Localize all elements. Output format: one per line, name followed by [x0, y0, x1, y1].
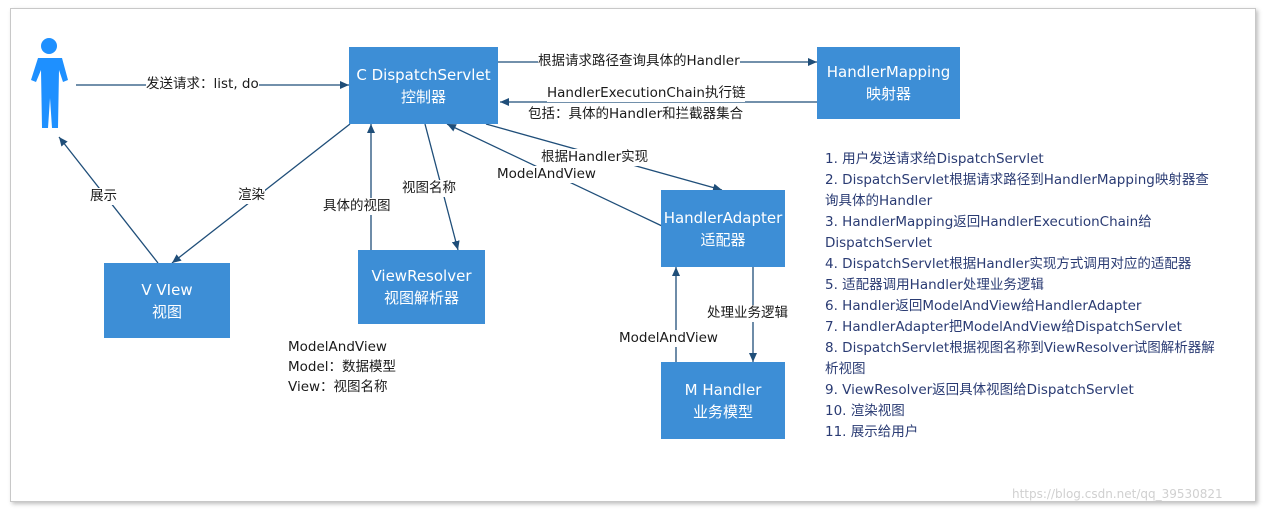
view-resolver-box: ViewResolver 视图解析器 [358, 250, 485, 324]
dispatcher-title: C DispatchServlet [356, 65, 491, 84]
label-render: 渲染 [238, 187, 265, 204]
label-chain-line1: HandlerExecutionChain执行链 [547, 85, 746, 102]
step-item: 7. HandlerAdapter把ModelAndView给DispatchS… [825, 319, 1182, 335]
view-subtitle: 视图 [151, 302, 182, 321]
mapping-subtitle: 映射器 [865, 85, 911, 103]
step-item: 1. 用户发送请求给DispatchServlet [825, 151, 1044, 167]
step-item: 11. 展示给用户 [825, 424, 919, 440]
view-box: V VIew 视图 [104, 263, 230, 338]
step-item: 8. DispatchServlet根据视图名称到ViewResolver试图解… [825, 340, 1215, 377]
step-item: 5. 适配器调用Handler处理业务逻辑 [825, 277, 1044, 293]
resolver-title: ViewResolver [371, 267, 472, 285]
step-item: 6. Handler返回ModelAndView给HandlerAdapter [825, 298, 1142, 314]
label-show: 展示 [90, 188, 117, 205]
process-steps-list: 1. 用户发送请求给DispatchServlet 2. DispatchSer… [825, 149, 1220, 443]
adapter-title: HandlerAdapter [663, 208, 783, 227]
handler-subtitle: 业务模型 [692, 402, 753, 421]
label-model-and-view-dispatcher: ModelAndView [497, 166, 596, 183]
adapter-subtitle: 适配器 [700, 230, 746, 249]
dispatcher-subtitle: 控制器 [400, 87, 446, 106]
user-figure-icon [31, 38, 68, 128]
handler-adapter-box: HandlerAdapter 适配器 [661, 190, 785, 267]
label-by-handler-impl: 根据Handler实现 [541, 149, 649, 166]
step-item: 3. HandlerMapping返回HandlerExecutionChain… [825, 214, 1152, 251]
note-line: ModelAndView [288, 339, 387, 355]
watermark: https://blog.csdn.net/qq_39530821 [1012, 487, 1223, 501]
note-line: View：视图名称 [288, 379, 388, 395]
step-item: 9. ViewResolver返回具体视图给DispatchServlet [825, 382, 1134, 398]
dispatcher-servlet-box: C DispatchServlet 控制器 [349, 47, 498, 124]
model-and-view-notes: ModelAndView Model：数据模型 View：视图名称 [288, 337, 396, 397]
label-model-and-view-adapter: ModelAndView [619, 330, 718, 347]
handler-mapping-box: HandlerMapping 映射器 [817, 47, 960, 119]
step-item: 10. 渲染视图 [825, 403, 905, 419]
step-item: 2. DispatchServlet根据请求路径到HandlerMapping映… [825, 172, 1209, 209]
resolver-subtitle: 视图解析器 [383, 289, 459, 307]
label-view-name: 视图名称 [402, 180, 456, 197]
label-query-handler: 根据请求路径查询具体的Handler [538, 53, 740, 70]
handler-box: M Handler 业务模型 [661, 362, 785, 439]
label-send-request: 发送请求：list, do [146, 76, 259, 93]
view-title: V VIew [141, 280, 193, 299]
step-item: 4. DispatchServlet根据Handler实现方式调用对应的适配器 [825, 256, 1192, 272]
label-concrete-view: 具体的视图 [323, 198, 391, 215]
label-chain-line2: 包括：具体的Handler和拦截器集合 [528, 106, 744, 123]
handler-title: M Handler [684, 380, 762, 399]
label-business-logic: 处理业务逻辑 [707, 305, 788, 322]
mapping-title: HandlerMapping [826, 63, 951, 81]
note-line: Model：数据模型 [288, 359, 397, 375]
